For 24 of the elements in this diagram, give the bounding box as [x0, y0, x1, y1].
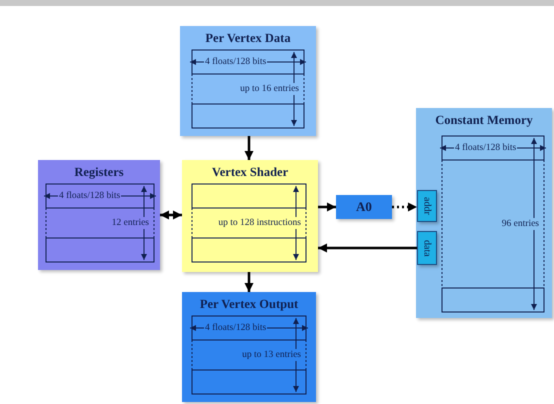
memory-block: [38, 160, 160, 270]
entries-label: 96 entries: [500, 218, 540, 230]
entries-label: 12 entries: [110, 217, 150, 229]
arrow: [392, 202, 417, 212]
arrow: [318, 202, 336, 212]
memory-block: [180, 26, 316, 136]
block-title: Registers: [73, 165, 125, 180]
block-title: Per Vertex Output: [198, 297, 300, 312]
memory-block: [416, 108, 552, 318]
arrow: [318, 244, 417, 252]
port-box: data: [417, 231, 437, 265]
arrow: [244, 272, 254, 292]
register-box: A0: [336, 195, 392, 219]
entries-label: up to 128 instructions: [217, 217, 302, 229]
arrow: [244, 136, 254, 160]
entries-label: up to 16 entries: [239, 83, 300, 95]
block-title: Per Vertex Data: [204, 31, 292, 46]
arrow: [160, 210, 182, 220]
block-title: Vertex Shader: [210, 165, 290, 180]
memory-block: [182, 292, 316, 402]
port-box: addr: [417, 190, 437, 222]
block-title: Constant Memory: [434, 113, 534, 128]
entries-label: up to 13 entries: [241, 349, 302, 361]
memory-block: [182, 160, 318, 272]
